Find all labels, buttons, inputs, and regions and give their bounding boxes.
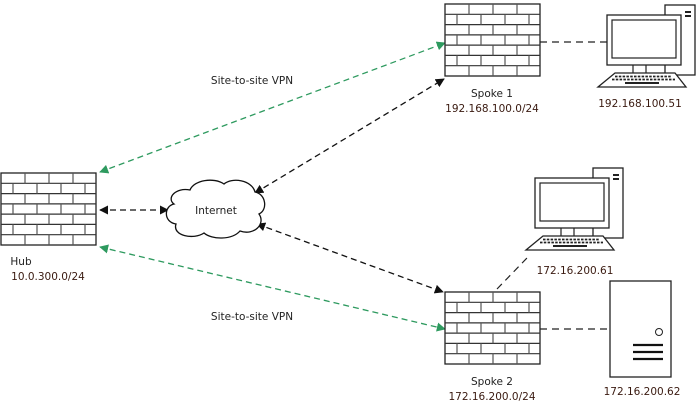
firewall-icon: [444, 291, 541, 365]
cloud-icon: [165, 179, 266, 239]
hub-name-label: Hub: [10, 256, 32, 268]
pc1-ip-label: 192.168.100.51: [598, 98, 682, 110]
internet-cloud[interactable]: Internet: [165, 179, 266, 239]
vpn-label-spoke1: Site-to-site VPN: [211, 75, 293, 87]
vpn-link-hub-spoke1: [99, 41, 446, 174]
server-node[interactable]: 172.16.200.62: [604, 280, 681, 398]
lan-link-spoke2-pc2: [496, 257, 528, 290]
spoke1-name-label: Spoke 1: [471, 88, 513, 100]
spoke2-firewall[interactable]: Spoke 2 172.16.200.0/24: [444, 291, 541, 403]
workstation-pc1[interactable]: 192.168.100.51: [597, 4, 696, 110]
spoke2-name-label: Spoke 2: [471, 376, 513, 388]
hub-firewall[interactable]: Hub 10.0.300.0/24: [0, 172, 97, 283]
firewall-icon: [444, 3, 541, 77]
spoke1-subnet-label: 192.168.100.0/24: [445, 103, 539, 115]
vpn-label-spoke2: Site-to-site VPN: [211, 311, 293, 323]
spoke1-firewall[interactable]: Spoke 1 192.168.100.0/24: [444, 3, 541, 115]
hub-subnet-label: 10.0.300.0/24: [11, 271, 85, 283]
firewall-icon: [0, 172, 97, 246]
server-icon: [609, 280, 672, 378]
internet-link-spoke1: [254, 78, 445, 194]
internet-label: Internet: [195, 205, 237, 217]
desktop-computer-icon: [597, 4, 696, 88]
pc2-ip-label: 172.16.200.61: [537, 265, 614, 277]
internet-link-spoke2: [256, 222, 444, 294]
desktop-computer-icon: [525, 167, 624, 251]
workstation-pc2[interactable]: 172.16.200.61: [525, 167, 624, 277]
spoke2-subnet-label: 172.16.200.0/24: [448, 391, 535, 403]
server-ip-label: 172.16.200.62: [604, 386, 681, 398]
vpn-link-hub-spoke2: [99, 244, 446, 332]
